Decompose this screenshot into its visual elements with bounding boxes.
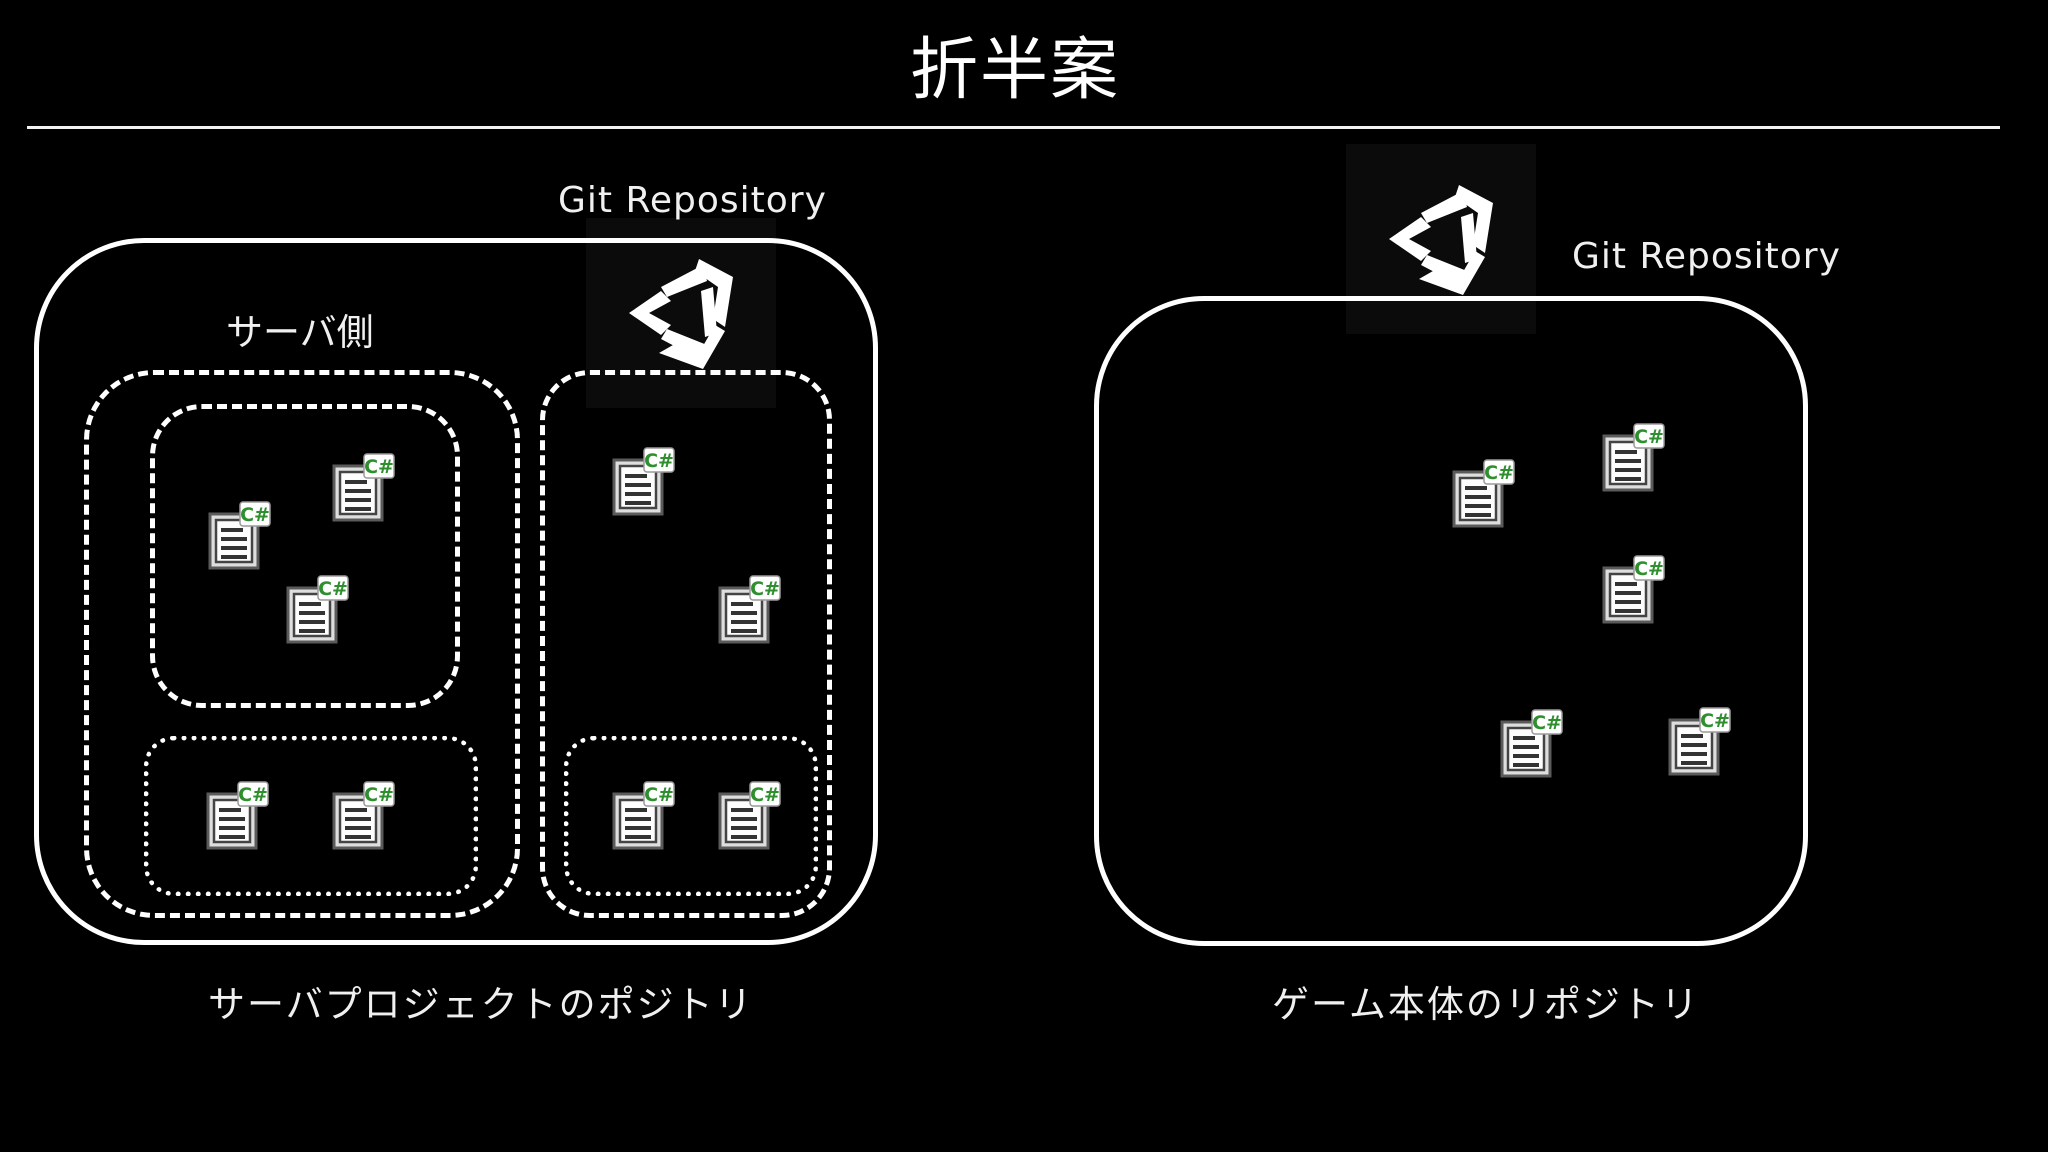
csharp-file-icon	[202, 780, 270, 852]
game-repository-caption: ゲーム本体のリポジトリ	[1272, 983, 1700, 1026]
server-repository-caption: サーバプロジェクトのポジトリ	[208, 983, 754, 1026]
unity-logo-graphic	[1381, 179, 1501, 299]
csharp-file-icon	[714, 780, 782, 852]
csharp-file-icon	[1448, 458, 1516, 530]
server-shared-group-outline	[144, 736, 478, 896]
csharp-file-icon	[1664, 706, 1732, 778]
left-git-repository-label: Git Repository	[558, 180, 827, 221]
csharp-file-icon	[1598, 422, 1666, 494]
csharp-file-icon	[1598, 554, 1666, 626]
csharp-file-icon	[1496, 708, 1564, 780]
csharp-file-icon	[328, 780, 396, 852]
game-repository-box	[1094, 296, 1808, 946]
csharp-file-icon	[714, 574, 782, 646]
slide-title: 折半案	[909, 31, 1120, 110]
csharp-file-icon	[608, 780, 676, 852]
csharp-file-icon	[204, 500, 272, 572]
client-side-group-outline	[540, 370, 832, 918]
csharp-file-icon	[608, 446, 676, 518]
right-git-repository-label: Git Repository	[1572, 236, 1841, 277]
unity-logo-icon	[586, 218, 776, 408]
server-side-label: サーバ側	[226, 311, 374, 354]
csharp-file-icon	[282, 574, 350, 646]
server-side-group-outline	[84, 370, 520, 918]
title-divider	[27, 126, 2000, 129]
unity-logo-icon	[1346, 144, 1536, 334]
server-repository-box	[34, 238, 878, 945]
csharp-file-icon	[328, 452, 396, 524]
client-shared-group-outline	[564, 736, 818, 896]
server-inner-group-outline	[150, 404, 460, 708]
